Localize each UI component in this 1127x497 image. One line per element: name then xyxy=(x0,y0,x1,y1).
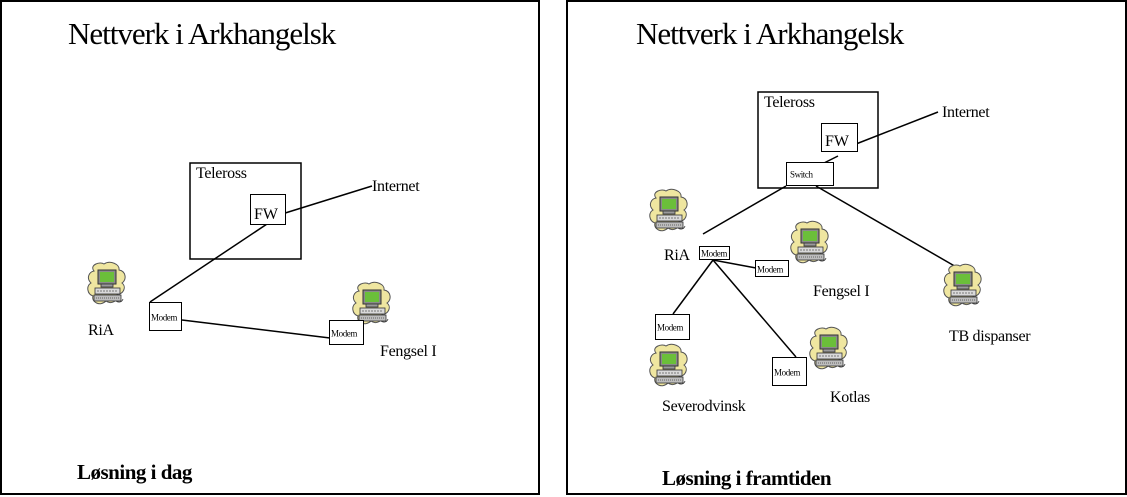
modem-label: Modem xyxy=(701,248,727,259)
modem-box: Modem xyxy=(655,314,690,340)
fw-internet-link xyxy=(855,111,939,145)
fengsel-label: Fengsel I xyxy=(380,343,437,360)
fw-label: FW xyxy=(825,133,849,150)
right-title: Nettverk i Arkhangelsk xyxy=(636,16,904,51)
teleross-label: Teleross xyxy=(196,165,247,182)
modem-label: Modem xyxy=(331,328,357,338)
right-footer: Løsning i framtiden xyxy=(662,466,832,490)
left-network-lines xyxy=(149,162,373,339)
internet-label: Internet xyxy=(942,104,990,121)
modem-label: Modem xyxy=(657,322,683,333)
right-slide: Nettverk i Arkhangelsk Teleross FW Switc… xyxy=(566,0,1127,495)
left-footer: Løsning i dag xyxy=(77,460,192,484)
switch-tb-link xyxy=(815,185,959,269)
ria-fengsel-link xyxy=(712,259,757,269)
fw-label: FW xyxy=(254,206,278,223)
computer-icon xyxy=(648,188,690,234)
computer-icon xyxy=(808,326,850,372)
teleross-box xyxy=(189,162,302,260)
left-slide: Nettverk i Arkhangelsk Teleross FW Inter… xyxy=(0,0,540,495)
firewall-box: FW xyxy=(821,123,858,152)
modem-box: Modem xyxy=(149,302,182,331)
modem-box: Modem xyxy=(699,246,730,260)
computer-icon xyxy=(86,261,128,307)
modem-label: Modem xyxy=(774,367,800,377)
modem-modem-link xyxy=(181,319,331,339)
modem-box: Modem xyxy=(755,260,789,277)
internet-label: Internet xyxy=(372,178,420,195)
computer-icon xyxy=(942,263,984,309)
computer-icon xyxy=(648,343,690,389)
modem-label: Modem xyxy=(757,264,783,274)
left-title: Nettverk i Arkhangelsk xyxy=(68,16,336,51)
firewall-box: FW xyxy=(250,194,286,225)
ria-label: RiA xyxy=(88,322,114,339)
fengsel-label: Fengsel I xyxy=(813,283,870,300)
modem-label: Modem xyxy=(151,312,177,322)
modem-box: Modem xyxy=(329,320,364,345)
ria-kotlas-link xyxy=(712,259,797,358)
ria-severodvinsk-link xyxy=(672,259,714,315)
tb-dispanser-label: TB dispanser xyxy=(949,328,1031,345)
right-network-lines xyxy=(672,91,959,358)
fw-internet-link xyxy=(281,185,373,215)
switch-label: Switch xyxy=(790,169,813,180)
switch-box: Switch xyxy=(786,162,834,186)
computer-icon xyxy=(789,220,831,266)
modem-box: Modem xyxy=(772,357,807,386)
teleross-label: Teleross xyxy=(764,94,815,111)
kotlas-label: Kotlas xyxy=(830,389,870,406)
ria-label: RiA xyxy=(664,247,690,264)
switch-ria-link xyxy=(702,185,787,235)
severodvinsk-label: Severodvinsk xyxy=(662,398,746,415)
modem-fw-link xyxy=(149,213,283,303)
